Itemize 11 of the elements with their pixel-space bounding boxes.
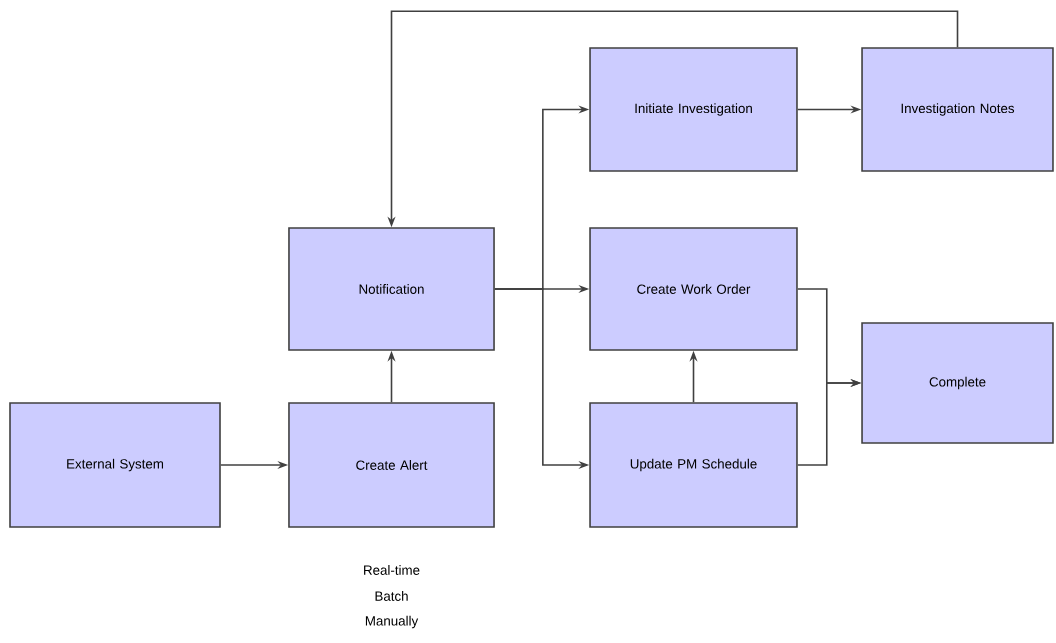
note-text: Manually — [365, 615, 419, 629]
process-box: Investigation Notes — [861, 47, 1054, 172]
process-box: Update PM Schedule — [589, 402, 798, 528]
process-box: Initiate Investigation — [589, 47, 798, 172]
process-box: Complete — [861, 322, 1054, 444]
process-box: External System — [9, 402, 221, 528]
process-box: Notification — [288, 227, 495, 351]
note-text: Real-time — [364, 565, 420, 575]
process-box: Create Work Order — [589, 227, 798, 351]
note-text: Batch — [375, 591, 408, 601]
process-box: Create Alert — [288, 402, 495, 528]
